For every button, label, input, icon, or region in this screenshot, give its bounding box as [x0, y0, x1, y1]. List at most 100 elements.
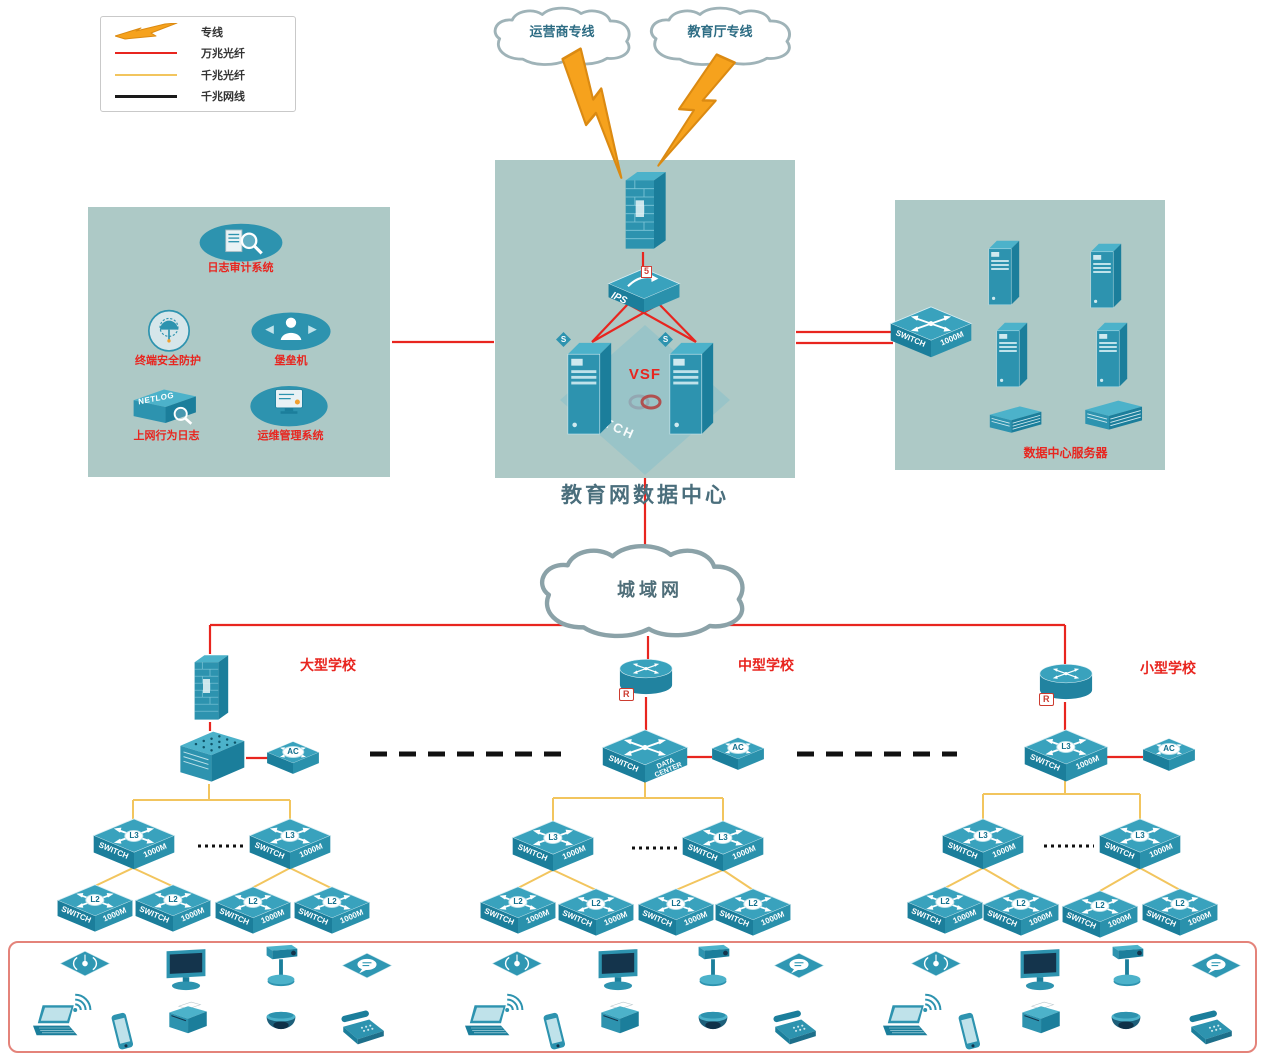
wireless-ap-icon [908, 949, 964, 980]
chat-device-icon [339, 951, 395, 982]
desktop-monitor-icon [1013, 948, 1067, 993]
tower-server-icon [992, 318, 1032, 392]
l3-badge: L3 [1057, 742, 1075, 753]
terminal-security-label: 终端安全防护 [135, 355, 201, 367]
dome-camera-icon [689, 1008, 737, 1043]
desk-phone-icon [769, 1008, 821, 1050]
printer-icon [1014, 1000, 1066, 1042]
core-firewall-icon [619, 167, 669, 254]
ops-management-icon [247, 381, 331, 430]
lightning-icon [115, 22, 201, 41]
red-10g-links [208, 252, 1143, 760]
router-badge: R [619, 688, 634, 702]
school-router-icon: R [617, 657, 675, 702]
bastion-host-label: 堡垒机 [274, 355, 308, 367]
log-audit-icon [196, 221, 286, 264]
lightning-bolt-left [550, 47, 648, 182]
lightning-bolt-right [653, 48, 737, 179]
wireless-ap-icon [57, 949, 113, 980]
l2-badge: L2 [86, 895, 104, 906]
legend-label: 千兆网线 [201, 91, 245, 104]
l3-badge: L3 [1131, 830, 1149, 841]
large-school-label: 大型学校 [300, 657, 356, 673]
l3-badge: L3 [974, 830, 992, 841]
l2-badge: L2 [509, 897, 527, 908]
medium-school-label: 中型学校 [738, 657, 794, 673]
l2-badge: L2 [1012, 899, 1030, 910]
legend-row-1g-cable: 千兆网线 [101, 86, 295, 108]
desk-phone-icon [337, 1008, 389, 1050]
school-router-icon: R [1037, 662, 1095, 707]
legend-row-dedicated: 专线 [101, 21, 295, 43]
small-school-label: 小型学校 [1140, 660, 1196, 676]
link-icon [628, 394, 662, 410]
laptop-icon [877, 1004, 937, 1044]
l2-badge: L2 [587, 899, 605, 910]
ptz-camera-icon [1103, 942, 1151, 992]
tower-server-icon [984, 236, 1024, 310]
dc-servers-label: 数据中心服务器 [1023, 446, 1108, 460]
legend-label: 万兆光纤 [201, 48, 245, 61]
desk-phone-icon [1185, 1008, 1237, 1050]
tower-server-icon [1092, 318, 1132, 392]
netlog-icon: NETLOG [126, 385, 202, 428]
smartphone-icon [956, 1010, 982, 1053]
school-core-chassis-icon [171, 727, 249, 786]
school-core-switch: SWITCH DATA CENTER [601, 729, 689, 784]
school-core-switch: L3 SWITCH 1000M [1023, 729, 1109, 782]
yellow-line-swatch [115, 73, 177, 76]
man-cloud-label: 城域网 [617, 580, 683, 600]
dc-core-switch: SWITCH 1000M [889, 306, 973, 358]
dome-camera-icon [257, 1008, 305, 1043]
l2-badge: L2 [164, 895, 182, 906]
terminal-security-icon [141, 305, 197, 357]
legend: 专线 万兆光纤 千兆光纤 千兆网线 [100, 16, 296, 112]
desktop-monitor-icon [591, 948, 645, 993]
vsf-server-right: S [658, 332, 720, 441]
ips-panel-badge: 5 [640, 266, 652, 278]
smartphone-icon [541, 1010, 567, 1053]
log-audit-label: 日志审计系统 [207, 262, 274, 274]
router-badge: R [1039, 693, 1054, 707]
smartphone-icon [109, 1010, 135, 1053]
legend-row-10g: 万兆光纤 [101, 43, 295, 65]
netlog-label: 上网行为日志 [133, 430, 200, 442]
ops-management-label: 运维管理系统 [257, 430, 324, 442]
ac-controller-icon: AC [266, 741, 320, 774]
dome-camera-icon [1102, 1008, 1150, 1043]
ac-badge: AC [728, 743, 748, 754]
ptz-camera-icon [257, 942, 305, 992]
l2-badge: L2 [244, 897, 262, 908]
printer-icon [593, 1000, 645, 1042]
legend-label: 千兆光纤 [201, 69, 245, 82]
vsf-server-left: S [556, 332, 618, 441]
wireless-ap-icon [489, 949, 545, 980]
l3-badge: L3 [125, 830, 143, 841]
desktop-monitor-icon [159, 948, 213, 993]
isp-cloud-label: 运营商专线 [529, 24, 595, 39]
laptop-icon [459, 1004, 519, 1044]
black-dashed-links [198, 751, 1094, 850]
legend-label: 专线 [201, 26, 223, 39]
l2-badge: L2 [936, 897, 954, 908]
l3-badge: L3 [544, 832, 562, 843]
red-line-swatch [115, 52, 177, 55]
